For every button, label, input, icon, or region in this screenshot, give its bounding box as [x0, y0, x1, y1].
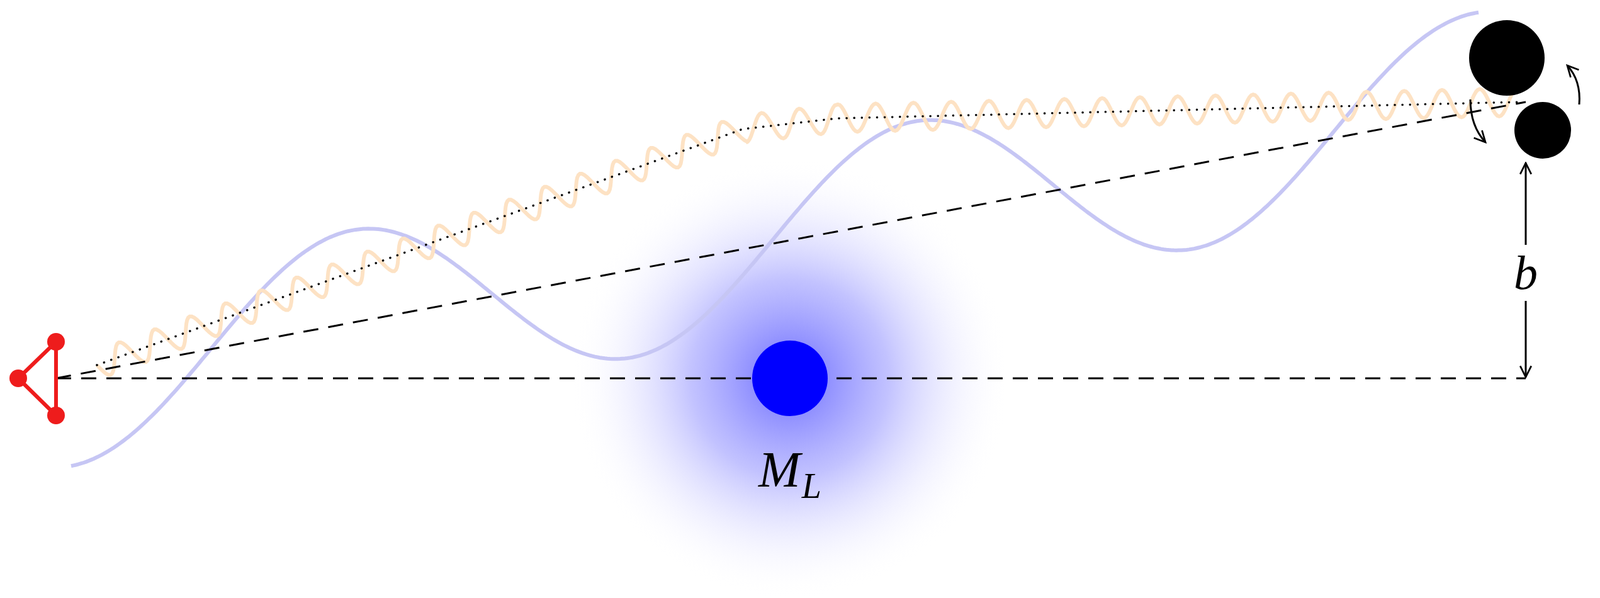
em-wave	[96, 88, 1520, 375]
detector-triangle	[9, 332, 65, 425]
orbit-arrow	[1567, 65, 1580, 105]
binary-star	[1514, 101, 1572, 159]
impact-parameter: b	[1509, 246, 1542, 299]
mass-symbol: M	[758, 441, 801, 498]
lensed-path	[96, 101, 1521, 366]
lens-mass	[752, 340, 828, 417]
impact-arrow	[1525, 300, 1527, 378]
mass-subscript: L	[801, 466, 822, 506]
lens-label: ML	[758, 444, 822, 495]
gw-wave	[71, 12, 1479, 467]
impact-arrow	[1525, 163, 1527, 245]
binary-star	[1469, 20, 1545, 96]
direct-path	[56, 101, 1526, 379]
orbit-arrow	[1470, 99, 1486, 143]
